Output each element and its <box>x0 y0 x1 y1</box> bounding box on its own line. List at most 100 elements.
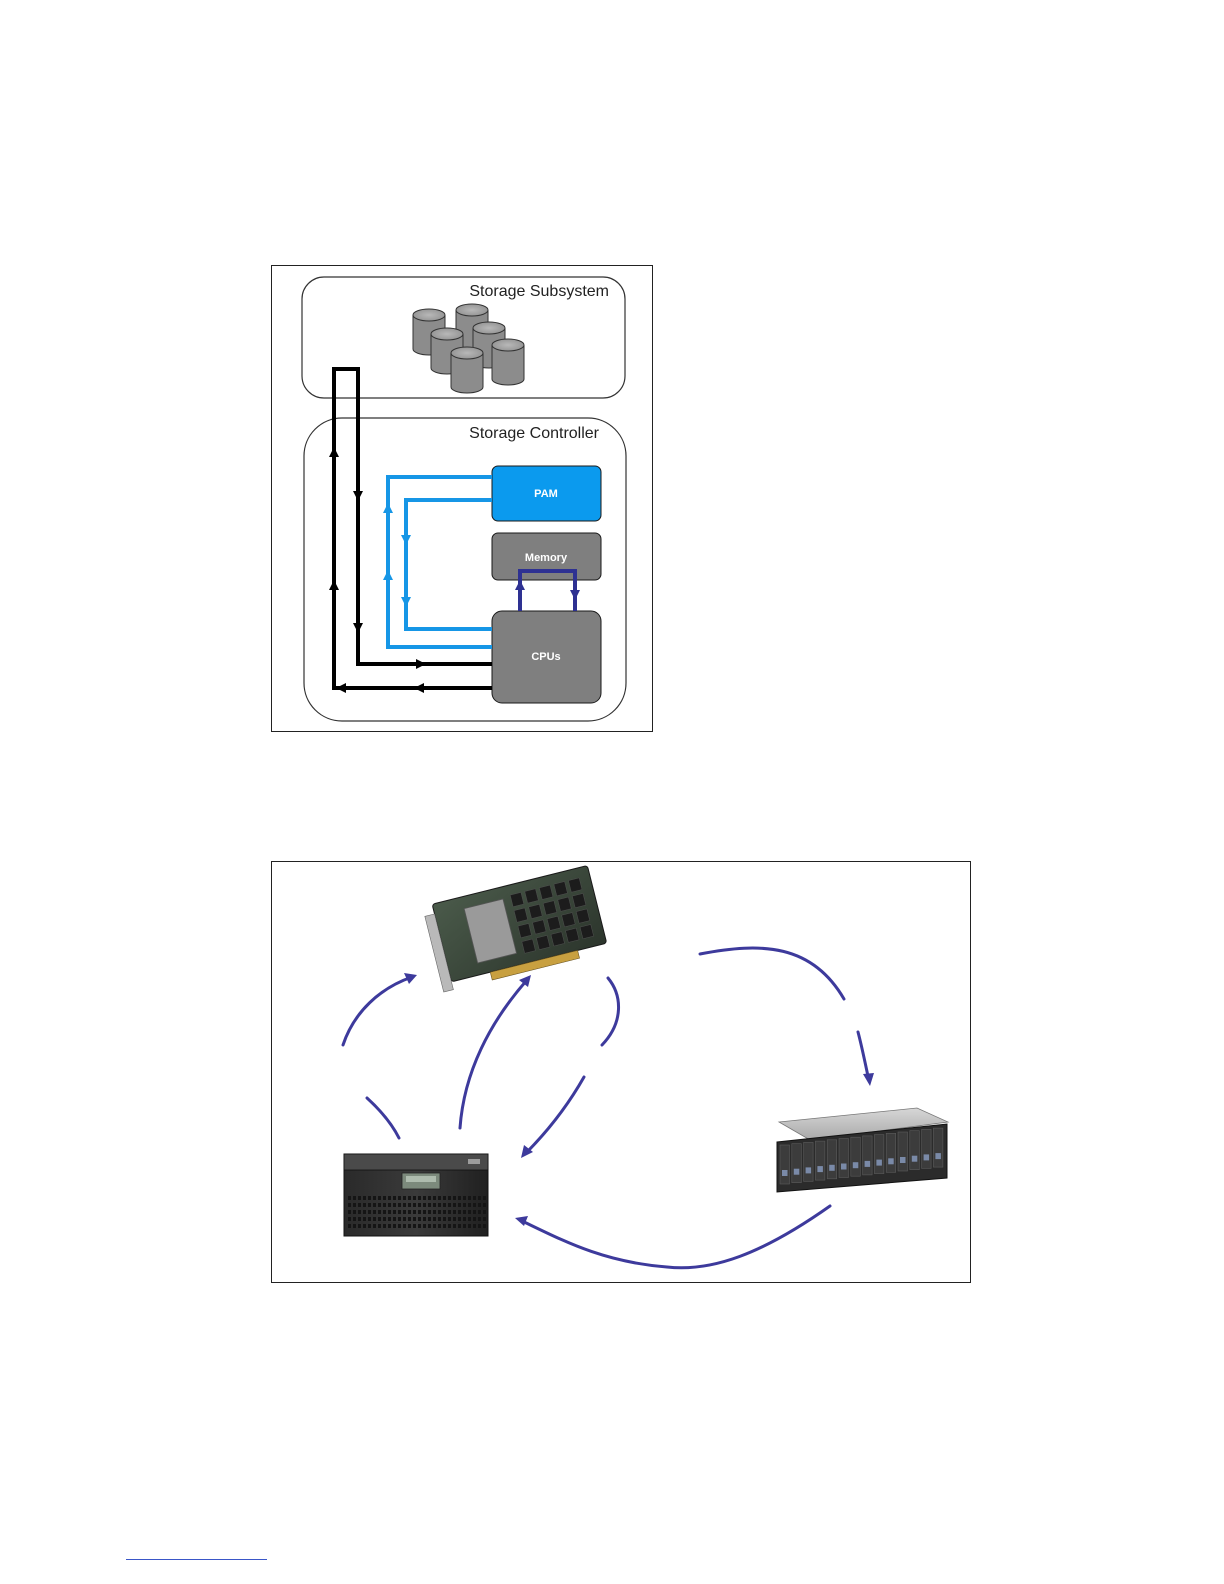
vent-hole <box>478 1217 481 1221</box>
disk-icon-6 <box>451 347 483 393</box>
vent-hole <box>348 1224 351 1228</box>
vent-hole <box>468 1203 471 1207</box>
vent-hole <box>483 1224 486 1228</box>
vent-hole <box>393 1196 396 1200</box>
vent-hole <box>423 1217 426 1221</box>
vent-hole <box>448 1210 451 1214</box>
storage-architecture-diagram: Storage Subsystem Storage Controller PAM… <box>271 265 653 732</box>
vent-hole <box>408 1203 411 1207</box>
vent-hole <box>403 1217 406 1221</box>
vent-hole <box>348 1217 351 1221</box>
vent-hole <box>388 1217 391 1221</box>
vent-hole <box>363 1210 366 1214</box>
vent-hole <box>418 1196 421 1200</box>
drive-handle <box>900 1157 906 1163</box>
disk-top <box>492 339 524 351</box>
vent-hole <box>473 1196 476 1200</box>
vent-hole <box>418 1224 421 1228</box>
vent-hole <box>388 1203 391 1207</box>
vent-hole <box>433 1217 436 1221</box>
vent-hole <box>433 1224 436 1228</box>
vent-hole <box>468 1224 471 1228</box>
vent-hole <box>418 1210 421 1214</box>
vent-hole <box>443 1224 446 1228</box>
vent-hole <box>463 1203 466 1207</box>
vent-hole <box>383 1210 386 1214</box>
vent-hole <box>348 1210 351 1214</box>
vent-hole <box>458 1203 461 1207</box>
pam-card-photo <box>422 866 608 993</box>
vent-hole <box>363 1203 366 1207</box>
vent-hole <box>378 1210 381 1214</box>
vent-hole <box>423 1224 426 1228</box>
disk-top <box>456 304 488 316</box>
arrow-controller-to-pam-center <box>460 980 527 1128</box>
drive-handle <box>865 1161 871 1167</box>
drive-handle <box>876 1160 882 1166</box>
vent-hole <box>378 1217 381 1221</box>
vent-hole <box>448 1224 451 1228</box>
disk-icon-5 <box>492 339 524 385</box>
vent-hole <box>398 1224 401 1228</box>
vent-hole <box>378 1203 381 1207</box>
vent-hole <box>373 1217 376 1221</box>
vent-hole <box>373 1224 376 1228</box>
vent-hole <box>428 1196 431 1200</box>
vent-hole <box>403 1210 406 1214</box>
drive-handle <box>782 1170 788 1176</box>
vent-hole <box>423 1196 426 1200</box>
drive-handle <box>806 1167 812 1173</box>
vent-hole <box>408 1210 411 1214</box>
disk-top <box>451 347 483 359</box>
vent-hole <box>403 1224 406 1228</box>
vent-hole <box>483 1210 486 1214</box>
vent-hole <box>398 1196 401 1200</box>
drive-bay <box>910 1131 920 1170</box>
vent-hole <box>453 1217 456 1221</box>
vent-hole <box>478 1196 481 1200</box>
vent-hole <box>483 1196 486 1200</box>
vent-hole <box>463 1217 466 1221</box>
vent-hole <box>378 1224 381 1228</box>
vent-hole <box>398 1210 401 1214</box>
vent-hole <box>353 1224 356 1228</box>
vent-hole <box>473 1224 476 1228</box>
drive-handle <box>841 1164 847 1170</box>
vent-hole <box>478 1210 481 1214</box>
drive-bay <box>922 1129 932 1168</box>
vent-hole <box>468 1210 471 1214</box>
vent-hole <box>388 1224 391 1228</box>
vent-hole <box>373 1210 376 1214</box>
vent-hole <box>423 1203 426 1207</box>
vent-hole <box>458 1210 461 1214</box>
vent-hole <box>458 1196 461 1200</box>
vent-hole <box>463 1224 466 1228</box>
vent-hole <box>368 1210 371 1214</box>
drive-bay <box>839 1139 849 1178</box>
disk-shelf-photo <box>777 1108 948 1192</box>
drive-bay <box>863 1136 873 1175</box>
vent-hole <box>358 1217 361 1221</box>
vent-hole <box>423 1210 426 1214</box>
drive-bay <box>827 1140 837 1179</box>
vent-hole <box>438 1196 441 1200</box>
vent-hole <box>353 1210 356 1214</box>
arrow-pam-to-controller-tail <box>525 1077 584 1154</box>
vent-hole <box>428 1203 431 1207</box>
storage-subsystem-label: Storage Subsystem <box>469 283 609 300</box>
vent-hole <box>393 1224 396 1228</box>
vent-hole <box>358 1210 361 1214</box>
vent-hole <box>433 1210 436 1214</box>
drive-handle <box>888 1158 894 1164</box>
vent-hole <box>413 1210 416 1214</box>
vent-hole <box>388 1210 391 1214</box>
drive-handle <box>935 1153 941 1159</box>
vent-hole <box>358 1196 361 1200</box>
vent-hole <box>438 1217 441 1221</box>
cpu-label: CPUs <box>531 651 560 663</box>
vent-hole <box>453 1210 456 1214</box>
vent-hole <box>438 1203 441 1207</box>
disk-top <box>431 328 463 340</box>
vent-hole <box>433 1196 436 1200</box>
vent-hole <box>378 1196 381 1200</box>
